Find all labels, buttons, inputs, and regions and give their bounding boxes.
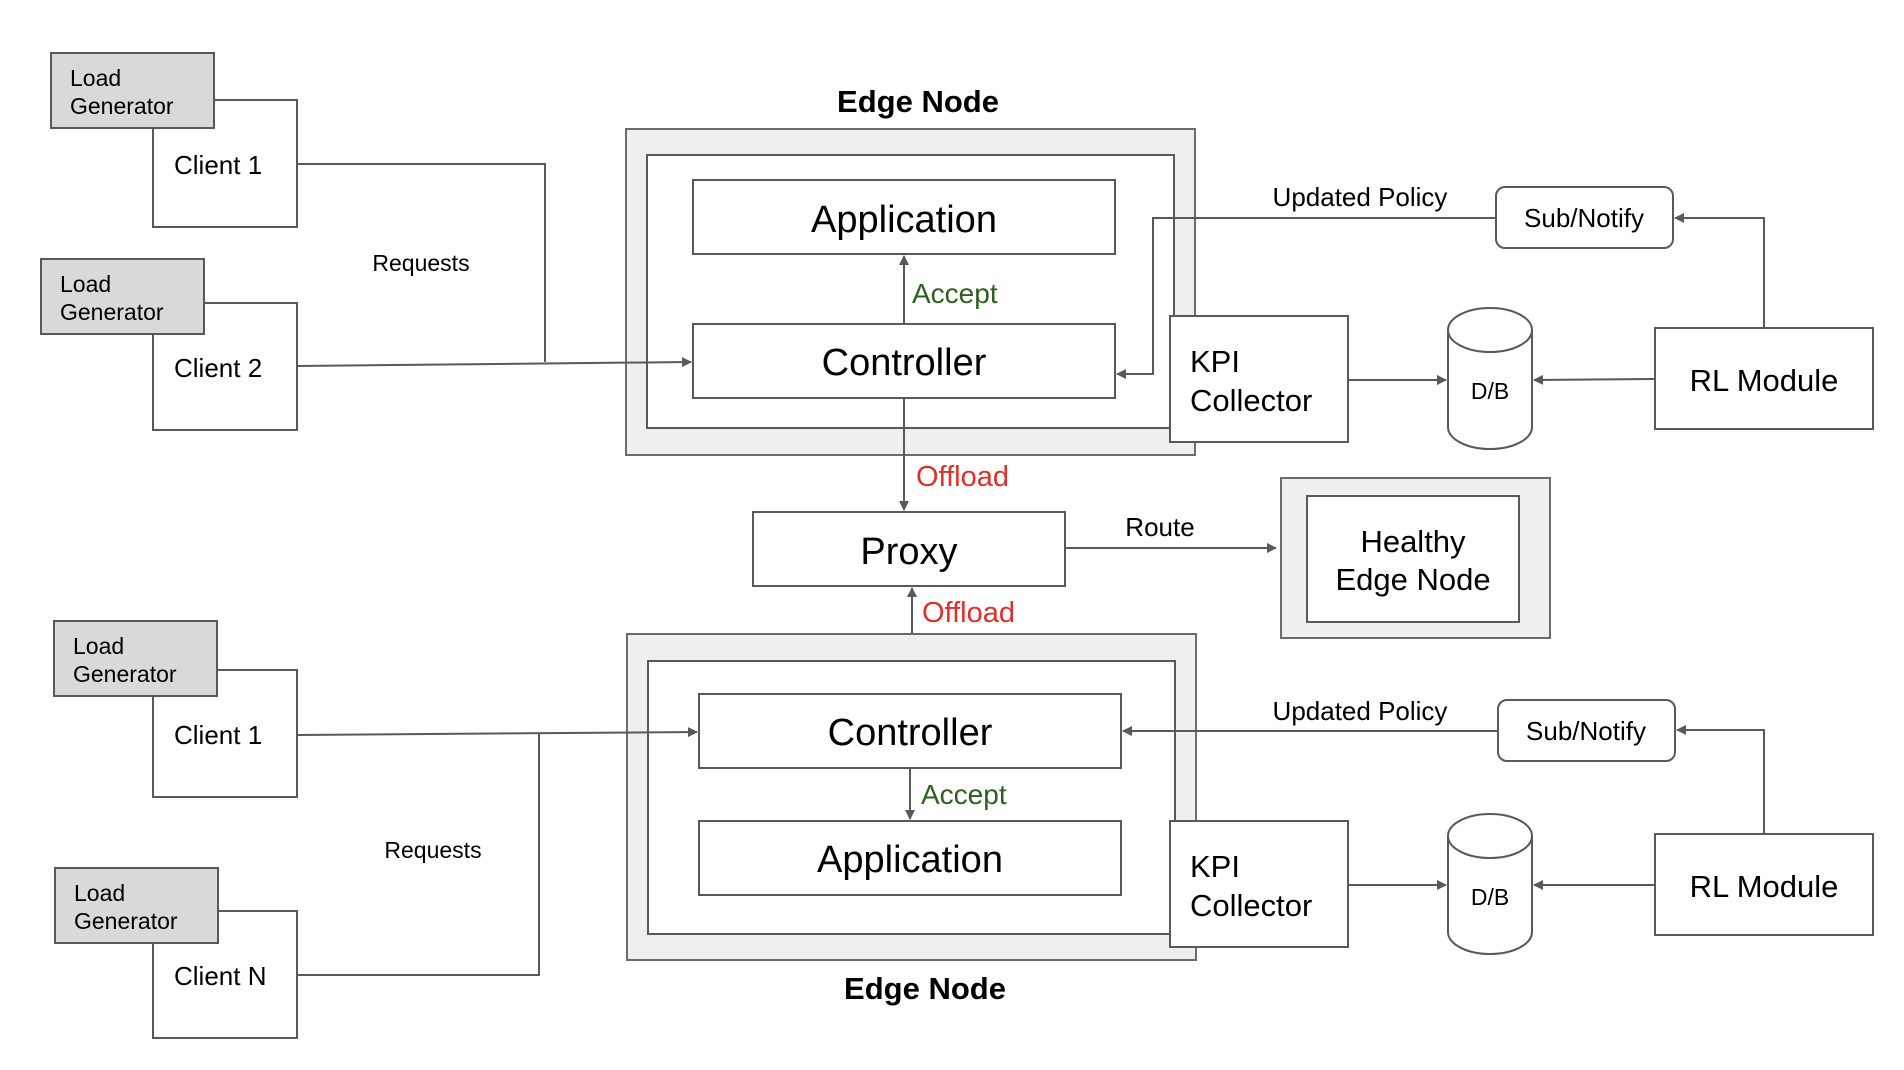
bottom-rl-to-subnotify-arrow [1676,725,1765,834]
bottom-load-generator-1-line1: Load [73,633,124,659]
bottom-load-generator-1 [53,620,218,697]
top-db-cylinder: D/B [1447,307,1533,450]
top-controller-box [692,323,1116,399]
top-rl-to-subnotify-arrow [1674,213,1765,328]
healthy-edge-node-label-line1: Healthy [1360,524,1466,559]
top-requests-label: Requests [372,250,469,276]
bottom-client-1-label: Client 1 [174,720,262,750]
healthy-edge-node-label-line2: Edge Node [1335,562,1490,597]
bottom-db-label: D/B [1471,884,1509,910]
bottom-offload-label: Offload [922,597,1015,629]
top-sub-notify-label: Sub/Notify [1524,203,1644,233]
top-db-label: D/B [1471,378,1509,404]
bottom-updated-policy-label: Updated Policy [1273,696,1448,726]
proxy-box [752,511,1066,587]
top-policy-to-controller-arrow [1116,217,1496,379]
bottom-load-generator-1-line2: Generator [73,661,177,687]
bottom-rl-module-label: RL Module [1690,869,1839,904]
bottom-client-n-label: Client N [174,961,266,991]
proxy-area: Offload Proxy Route Healthy Edge Node Of… [752,398,1551,694]
route-label: Route [1125,512,1194,542]
healthy-edge-node-inner [1306,495,1520,623]
bottom-sub-notify-label: Sub/Notify [1526,716,1646,746]
bottom-client-n-request-line [297,734,540,976]
bottom-controller-label: Controller [828,712,993,754]
top-rl-module-box [1654,327,1874,430]
top-policy-loop: KPI Collector D/B RL Module Sub/Notify U… [1116,182,1874,450]
top-load-generator-1-line1: Load [70,65,121,91]
top-edge-node-title: Edge Node [837,84,999,119]
top-load-generator-1-line2: Generator [70,93,174,119]
top-client-2-label: Client 2 [174,353,262,383]
top-client-1-label: Client 1 [174,150,262,180]
bottom-kpi-label-line2: Collector [1190,888,1312,923]
top-edge-node: Edge Node Application Controller Accept [625,84,1196,456]
bottom-load-generator-2-line1: Load [74,880,125,906]
top-accept-label: Accept [912,278,998,309]
bottom-requests-arrow [296,727,698,738]
bottom-application-box [698,820,1122,896]
top-application-box [692,179,1116,255]
bottom-kpi-collector-box [1169,820,1349,948]
bottom-clients: Load Generator Client 1 Load Generator C… [53,620,698,1039]
bottom-rl-module-box [1654,833,1874,936]
bottom-policy-loop: KPI Collector D/B RL Module Sub/Notify U… [1122,696,1874,955]
bottom-kpi-label-line1: KPI [1190,849,1240,884]
top-kpi-label-line2: Collector [1190,383,1312,418]
top-client-1-request-line [297,163,546,362]
top-requests-arrow [296,357,692,368]
top-load-generator-2 [40,258,205,335]
top-load-generator-2-line2: Generator [60,299,164,325]
top-rl-module-label: RL Module [1690,363,1839,398]
bottom-requests-label: Requests [384,837,481,863]
top-load-generator-1 [50,52,215,129]
bottom-accept-label: Accept [921,779,1007,810]
proxy-label: Proxy [860,531,957,573]
bottom-db-cylinder: D/B [1447,813,1533,955]
bottom-load-generator-2-line2: Generator [74,908,178,934]
bottom-application-label: Application [817,839,1003,881]
top-controller-label: Controller [822,342,987,384]
top-offload-label: Offload [916,461,1009,493]
top-kpi-collector-box [1169,315,1349,443]
top-load-generator-2-line1: Load [60,271,111,297]
top-kpi-label-line1: KPI [1190,344,1240,379]
top-application-label: Application [811,199,997,241]
top-clients: Load Generator Client 1 Load Generator C… [40,52,692,431]
bottom-edge-node-title: Edge Node [844,971,1006,1006]
bottom-load-generator-2 [54,867,219,944]
bottom-edge-node: Edge Node Controller Application Accept [626,633,1197,1006]
top-updated-policy-label: Updated Policy [1273,182,1448,212]
top-rl-to-db-arrow [1533,374,1656,385]
